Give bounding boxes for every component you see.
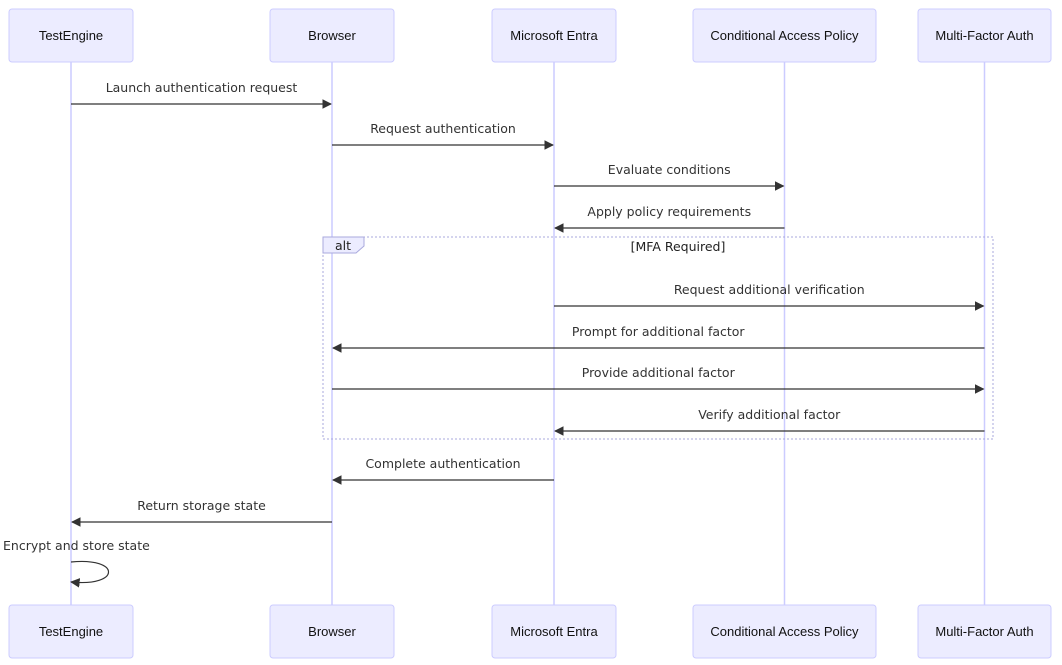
message-label: Encrypt and store state [3,538,150,553]
message-label: Request additional verification [674,282,865,297]
fragment-tab [322,236,365,254]
actor-box [269,604,395,659]
message-2: Request authentication [332,121,554,150]
actor-label: Browser [308,624,356,639]
actor-box [692,604,877,659]
actor-box [692,8,877,63]
alt-fragment: alt [MFA Required] [322,236,994,440]
actor-top-conditional-access-policy: Conditional Access Policy [692,8,877,63]
actor-label: Conditional Access Policy [710,624,859,639]
actor-bottom-conditional-access-policy: Conditional Access Policy [692,604,877,659]
actor-bottom-testengine: TestEngine [8,604,134,659]
actor-box [917,8,1052,63]
actor-label: Microsoft Entra [510,28,598,43]
actor-label: Multi-Factor Auth [935,624,1033,639]
actor-box [269,8,395,63]
actor-label: TestEngine [39,624,103,639]
message-7: Provide additional factor [332,365,985,394]
fragments: alt [MFA Required] [322,236,994,440]
actor-label: Browser [308,28,356,43]
message-label: Verify additional factor [698,407,841,422]
actor-bottom-browser: Browser [269,604,395,659]
actor-label: Microsoft Entra [510,624,598,639]
message-9: Complete authentication [332,456,554,485]
lifelines [70,62,986,605]
message-label: Complete authentication [365,456,520,471]
actor-top-microsoft-entra: Microsoft Entra [491,8,617,63]
message-4: Apply policy requirements [554,204,785,233]
message-10: Return storage state [71,498,332,527]
actor-top-multi-factor-auth: Multi-Factor Auth [917,8,1052,63]
actor-label: Multi-Factor Auth [935,28,1033,43]
message-5: Request additional verification [554,282,985,311]
actor-bottom-multi-factor-auth: Multi-Factor Auth [917,604,1052,659]
fragment-condition: [MFA Required] [631,239,726,254]
message-label: Launch authentication request [106,80,298,95]
message-label: Provide additional factor [582,365,736,380]
actor-box [8,8,134,63]
message-label: Request authentication [370,121,516,136]
message-6: Prompt for additional factor [332,324,985,353]
actor-label: Conditional Access Policy [710,28,859,43]
message-arrow [70,560,110,588]
message-3: Evaluate conditions [554,162,785,191]
message-11: Encrypt and store state [3,538,150,588]
message-8: Verify additional factor [554,407,985,436]
fragment-type-label: alt [335,238,351,253]
actors: TestEngineTestEngineBrowserBrowserMicros… [8,8,1052,659]
actor-top-browser: Browser [269,8,395,63]
message-label: Apply policy requirements [587,204,751,219]
message-1: Launch authentication request [71,80,332,109]
actor-box [491,8,617,63]
message-label: Prompt for additional factor [572,324,746,339]
actor-box [491,604,617,659]
actor-top-testengine: TestEngine [8,8,134,63]
message-label: Return storage state [137,498,266,513]
actor-label: TestEngine [39,28,103,43]
actor-bottom-microsoft-entra: Microsoft Entra [491,604,617,659]
message-label: Evaluate conditions [608,162,731,177]
actor-box [917,604,1052,659]
actor-box [8,604,134,659]
